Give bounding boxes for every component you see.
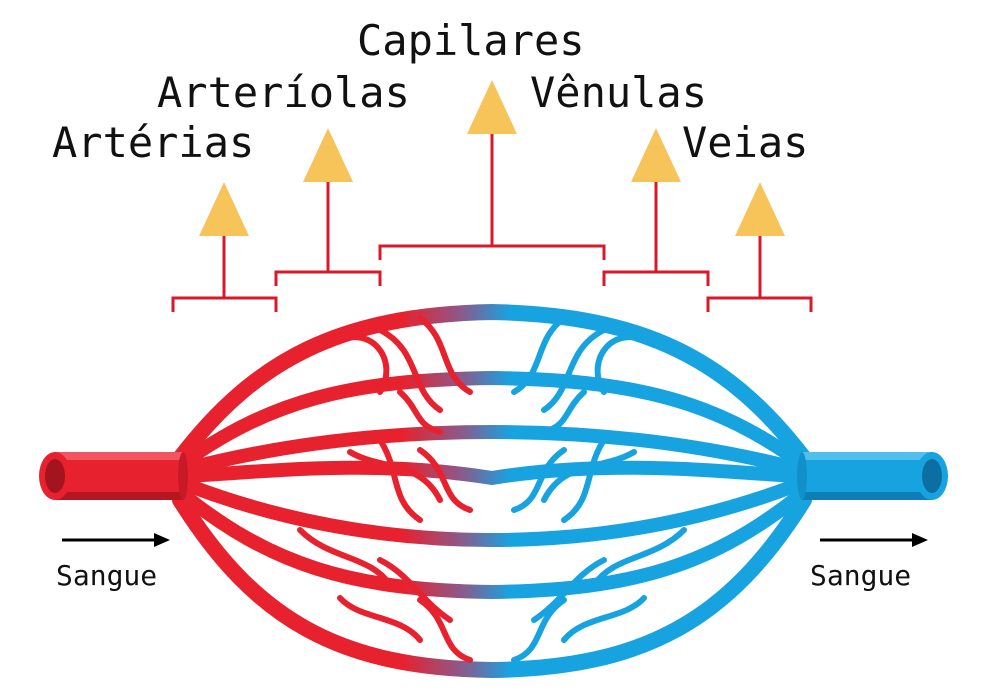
label-sangue-left: Sangue <box>56 559 158 592</box>
bracket-arteriolas <box>274 178 382 286</box>
bracket-venulas <box>602 178 710 286</box>
vessel-outer-bottom <box>172 492 812 679</box>
vein-tube <box>797 452 948 500</box>
vessel-outer-top <box>172 303 812 466</box>
pointer-group <box>199 80 785 236</box>
pointer-arterias-icon <box>199 182 249 236</box>
vessel-band-top <box>183 424 801 475</box>
pointer-veias-icon <box>735 182 785 236</box>
label-veias: Veias <box>682 118 809 167</box>
label-sangue-right: Sangue <box>810 559 912 592</box>
bracket-veias <box>706 232 813 312</box>
vessel-lower <box>173 485 811 600</box>
vessel-band-bottom <box>183 479 801 548</box>
pointer-arteriolas-icon <box>303 128 353 182</box>
label-arteriolas: Arteríolas <box>157 68 410 117</box>
flow-arrow-left-icon <box>62 533 170 547</box>
capillaries-arterial <box>297 315 473 663</box>
bracket-group <box>171 130 813 312</box>
flow-arrow-right-icon <box>820 533 928 547</box>
bracket-arterias <box>171 232 278 312</box>
main-vessels <box>172 303 812 679</box>
label-capilares: Capilares <box>357 16 585 65</box>
bracket-capilares <box>378 130 606 260</box>
pointer-venulas-icon <box>631 128 681 182</box>
capillaries-venous <box>511 315 687 663</box>
label-venulas: Vênulas <box>530 68 708 117</box>
pointer-capilares-icon <box>467 80 517 134</box>
vessel-center <box>183 460 801 486</box>
label-arterias: Artérias <box>52 118 255 167</box>
vessel-upper <box>173 370 811 472</box>
artery-tube <box>39 452 188 500</box>
